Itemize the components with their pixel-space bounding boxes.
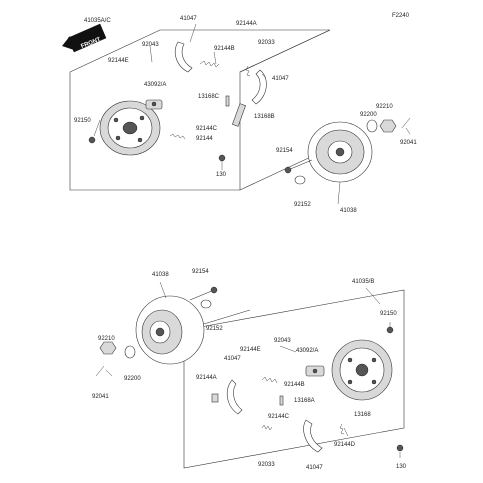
label-92144B-bottom: 92144B xyxy=(284,382,305,388)
front-arrow-icon: FRONT xyxy=(62,23,107,53)
top-spring-b xyxy=(169,133,186,140)
bottom-brake-shoe-upper xyxy=(226,379,243,415)
label-130-bottom: 130 xyxy=(396,464,407,470)
bottom-spring-b xyxy=(261,424,273,431)
label-92033-top: 92033 xyxy=(258,40,275,46)
bottom-pin-13168A xyxy=(279,395,284,406)
top-nut-92210 xyxy=(379,119,397,133)
top-brake-shoe-upper xyxy=(175,41,193,73)
label-41038-top: 41038 xyxy=(340,208,357,214)
label-92041-bottom: 92041 xyxy=(92,394,109,400)
label-92200-top: 92200 xyxy=(360,112,377,118)
bottom-spring-a xyxy=(261,376,278,384)
label-92150-bottom: 92150 xyxy=(380,311,397,317)
label-13168C: 13168C xyxy=(198,94,220,100)
label-92144A-top: 92144A xyxy=(236,21,257,27)
label-92144-top: 92144 xyxy=(196,136,213,142)
label-92144E-bottom: 92144E xyxy=(240,347,261,353)
label-92144C-bottom: 92144C xyxy=(268,414,290,420)
top-backing-plate xyxy=(99,100,161,156)
top-adjuster-lever xyxy=(232,103,246,127)
bottom-clip-92144A xyxy=(211,393,219,403)
label-92043-bottom: 92043 xyxy=(274,338,291,344)
bottom-wheel-cylinder xyxy=(305,365,325,377)
label-92154-bottom: 92154 xyxy=(192,269,209,275)
bottom-nut-92210 xyxy=(99,341,117,355)
bottom-assembly-frame xyxy=(183,289,405,469)
top-cotter-pin-92041 xyxy=(401,117,411,129)
label-92152-bottom: 92152 xyxy=(206,326,223,332)
label-92144C-top: 92144C xyxy=(196,126,218,132)
top-bolt-92150 xyxy=(88,136,96,144)
top-spring-c xyxy=(245,65,251,77)
label-41035B: 41035/B xyxy=(352,279,374,285)
label-92150-top: 92150 xyxy=(74,118,91,124)
top-seal-92200 xyxy=(366,119,378,133)
label-13168A: 13168A xyxy=(294,398,315,404)
top-spring-a xyxy=(199,60,220,68)
bottom-bolt-130 xyxy=(396,444,404,452)
label-92154-top: 92154 xyxy=(276,148,293,154)
label-92152-top: 92152 xyxy=(294,202,311,208)
bottom-seal-92200 xyxy=(124,345,136,359)
top-wheel-bolt xyxy=(284,159,313,174)
bottom-brake-shoe-lower xyxy=(303,419,323,453)
label-92144A-bottom: 92144A xyxy=(196,375,217,381)
bottom-spring-c xyxy=(339,423,345,435)
bottom-cotter-pin-92041 xyxy=(95,365,105,377)
top-wheel-cylinder xyxy=(145,99,163,110)
label-41047-right: 41047 xyxy=(272,76,289,82)
label-92043-top: 92043 xyxy=(142,42,159,48)
top-brake-drum xyxy=(307,121,373,183)
bottom-brake-drum xyxy=(135,295,205,365)
label-92144B-top: 92144B xyxy=(214,46,235,52)
top-pin-13168C xyxy=(225,95,230,107)
label-13168-bottom: 13168 xyxy=(354,412,371,418)
label-13168B: 13168B xyxy=(254,114,275,120)
label-41047-top: 41047 xyxy=(180,16,197,22)
bottom-washer-92152 xyxy=(200,299,212,309)
label-43092-top: 43092/A xyxy=(144,82,166,88)
label-92041-top: 92041 xyxy=(400,140,417,146)
top-washer xyxy=(294,175,306,185)
bottom-backing-plate xyxy=(331,339,393,401)
label-41035A-C: 41035A/C xyxy=(84,18,111,24)
top-assembly: 41035A/C 41047 92144A 92043 92144B 92033… xyxy=(69,16,417,214)
label-92144D: 92144D xyxy=(334,442,356,448)
label-41047-bottom-top: 41047 xyxy=(224,356,241,362)
label-41038-bottom: 41038 xyxy=(152,272,169,278)
figure-code: F2240 xyxy=(392,13,410,19)
bottom-wheel-bolt xyxy=(189,286,218,301)
label-130-top: 130 xyxy=(216,172,227,178)
bottom-assembly: 41038 92154 41035/B 92150 92152 92043 92… xyxy=(92,269,407,471)
label-92210-top: 92210 xyxy=(376,104,393,110)
label-41047-bottom-bot: 41047 xyxy=(306,465,323,471)
label-92144E-top: 92144E xyxy=(108,58,129,64)
label-92200-bottom: 92200 xyxy=(124,376,141,382)
label-92033-bottom: 92033 xyxy=(258,462,275,468)
label-43092-bottom: 43092/A xyxy=(296,348,318,354)
label-92210-bottom: 92210 xyxy=(98,336,115,342)
top-brake-shoe-right xyxy=(251,69,267,105)
